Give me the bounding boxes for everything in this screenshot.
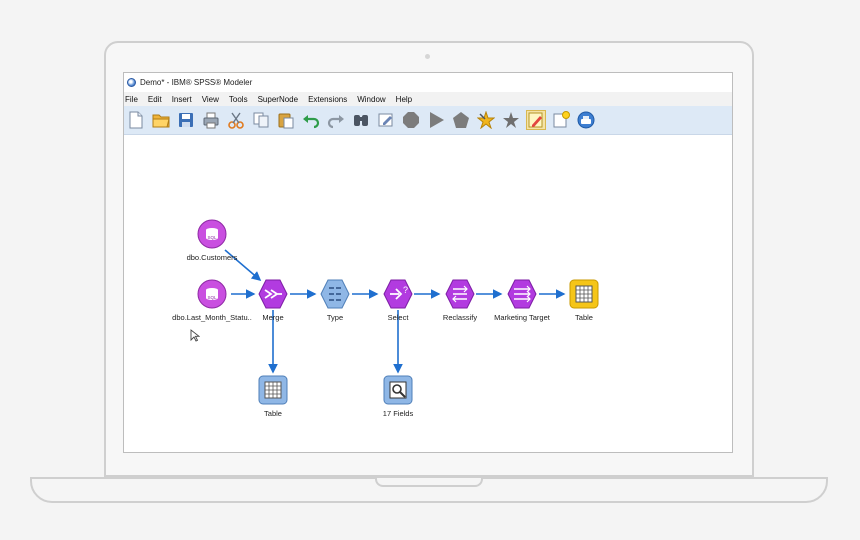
merge-node[interactable]	[257, 278, 289, 310]
edit-icon[interactable]	[376, 110, 396, 130]
new-stream-icon[interactable]	[126, 110, 146, 130]
online-help-icon[interactable]	[576, 110, 596, 130]
run-icon[interactable]	[426, 110, 446, 130]
annotation-icon[interactable]	[526, 110, 546, 130]
window-title: Demo* - IBM® SPSS® Modeler	[140, 77, 253, 87]
print-icon[interactable]	[201, 110, 221, 130]
mouse-pointer-icon	[190, 329, 200, 342]
laptop-base-notch	[375, 478, 483, 487]
marketing-target-node[interactable]	[506, 278, 538, 310]
stream-canvas[interactable]: SQL dbo.Customers SQL dbo.Last_Month_Sta…	[124, 135, 732, 452]
stream-links	[224, 249, 566, 374]
undo-icon[interactable]	[301, 110, 321, 130]
save-icon[interactable]	[176, 110, 196, 130]
node-label-reclassify: Reclassify	[442, 313, 478, 322]
menu-edit[interactable]: Edit	[147, 94, 162, 104]
find-icon[interactable]	[351, 110, 371, 130]
table-node-merge[interactable]	[258, 375, 288, 405]
menu-view[interactable]: View	[201, 94, 219, 104]
title-bar: Demo* - IBM® SPSS® Modeler	[124, 73, 732, 91]
node-label-table-output: Table	[575, 313, 593, 322]
menu-file[interactable]: File	[125, 94, 138, 104]
laptop-camera	[425, 54, 430, 59]
menu-extensions[interactable]: Extensions	[308, 94, 348, 104]
select-node[interactable]: ?	[382, 278, 414, 310]
redo-icon[interactable]	[326, 110, 346, 130]
menu-window[interactable]: Window	[357, 94, 386, 104]
menu-help[interactable]: Help	[395, 94, 413, 104]
menu-bar: File Edit Insert View Tools SuperNode Ex…	[124, 92, 732, 106]
spss-logo-icon	[127, 77, 136, 87]
open-folder-icon[interactable]	[151, 110, 171, 130]
node-label-marketing-target: Marketing Target	[494, 313, 550, 322]
node-label-fields: 17 Fields	[382, 409, 414, 418]
database-source-node-last-month[interactable]: SQL	[197, 279, 227, 309]
stop-icon[interactable]	[401, 110, 421, 130]
reclassify-node[interactable]	[444, 278, 476, 310]
app-window: Demo* - IBM® SPSS® Modeler File Edit Ins…	[123, 72, 733, 453]
node-label-type: Type	[326, 313, 344, 322]
menu-tools[interactable]: Tools	[228, 94, 248, 104]
node-label-table-merge: Table	[264, 409, 282, 418]
cut-icon[interactable]	[226, 110, 246, 130]
menu-supernode[interactable]: SuperNode	[257, 94, 299, 104]
database-source-node-customers[interactable]: SQL	[197, 219, 227, 249]
data-audit-node[interactable]	[383, 375, 413, 405]
run-selection-icon[interactable]	[451, 110, 471, 130]
svg-text:?: ?	[403, 285, 408, 295]
node-label-customers: dbo.Customers	[186, 253, 238, 262]
menu-insert[interactable]: Insert	[171, 94, 192, 104]
favorite-add-icon[interactable]	[476, 110, 496, 130]
new-note-icon[interactable]	[551, 110, 571, 130]
svg-text:SQL: SQL	[207, 235, 217, 240]
copy-icon[interactable]	[251, 110, 271, 130]
toolbar	[124, 106, 732, 135]
node-label-select: Select	[387, 313, 409, 322]
node-label-merge: Merge	[262, 313, 284, 322]
node-label-last-month: dbo.Last_Month_Statu..	[172, 313, 252, 322]
type-node[interactable]	[319, 278, 351, 310]
paste-icon[interactable]	[276, 110, 296, 130]
favorite-icon[interactable]	[501, 110, 521, 130]
table-output-node[interactable]	[569, 279, 599, 309]
svg-text:SQL: SQL	[207, 295, 217, 300]
